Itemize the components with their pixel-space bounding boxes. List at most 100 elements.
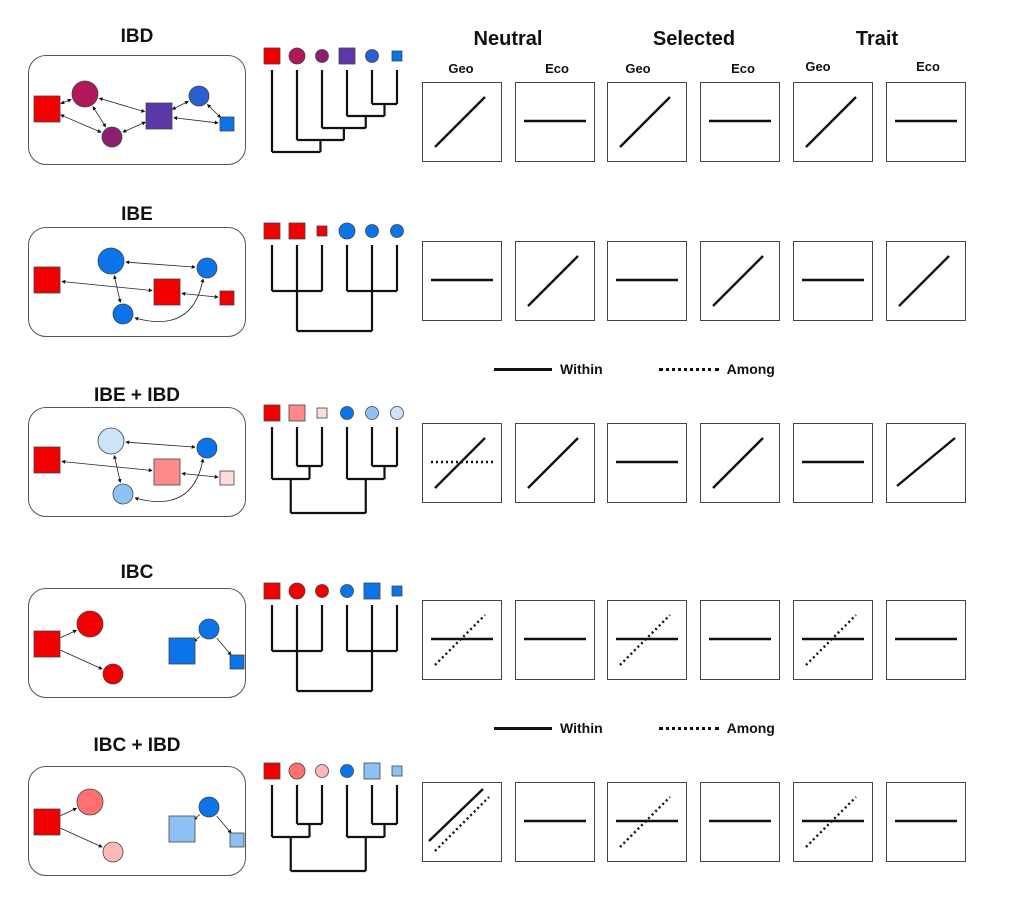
tree-tip-square <box>391 765 403 777</box>
network-node-square <box>219 290 235 306</box>
network-edge <box>60 629 78 639</box>
tree-tip-circle <box>365 49 379 63</box>
network-node-square <box>168 815 196 843</box>
relationship-plot <box>515 782 595 862</box>
tree-tip-square <box>263 404 281 422</box>
network-edge <box>113 274 122 303</box>
network-edge <box>171 101 189 110</box>
legend-within-label: Within <box>560 361 603 377</box>
relationship-plot <box>793 600 873 680</box>
tree-tip-circle <box>288 762 306 780</box>
network-node-circle <box>112 303 134 325</box>
relationship-plot <box>515 241 595 321</box>
network-edge <box>122 121 146 133</box>
network-node-square <box>33 266 61 294</box>
legend-within-label: Within <box>560 720 603 736</box>
tree-tip-square <box>263 47 281 65</box>
column-group-neutral: Neutral <box>473 28 543 50</box>
network-panel <box>28 407 246 517</box>
network-graph <box>33 80 235 148</box>
within-line <box>805 96 857 148</box>
relationship-plot <box>607 423 687 503</box>
within-line <box>619 96 671 148</box>
plot-canvas <box>524 819 586 823</box>
network-edge <box>92 106 106 128</box>
plot-canvas <box>802 278 864 282</box>
network-edge <box>181 291 219 299</box>
network-node-square <box>229 654 245 670</box>
plot-canvas <box>896 437 956 487</box>
phylogenetic-tree <box>263 222 404 333</box>
relationship-plot <box>515 423 595 503</box>
row-title: IBC <box>120 562 154 583</box>
phylogenetic-tree <box>263 582 403 693</box>
subheader-neutral-eco: Eco <box>545 61 569 76</box>
network-edge <box>216 637 232 656</box>
network-edge <box>173 116 219 125</box>
network-edge <box>216 815 232 834</box>
network-node-circle <box>196 257 218 279</box>
network-node-circle <box>101 126 123 148</box>
network-edge <box>134 458 205 502</box>
legend: Within Among <box>494 361 831 377</box>
relationship-plot <box>793 82 873 162</box>
phylogenetic-tree <box>263 47 403 154</box>
relationship-plot <box>607 82 687 162</box>
network-edge <box>61 459 153 473</box>
network-panel <box>28 588 246 698</box>
tree-tip-square <box>363 582 381 600</box>
row-title: IBE <box>121 204 153 225</box>
plot-canvas <box>524 119 586 123</box>
network-edge <box>98 97 146 113</box>
plot-canvas <box>619 96 671 148</box>
network-node-square <box>33 95 61 123</box>
relationship-plot <box>886 423 966 503</box>
plot-canvas <box>616 614 678 666</box>
relationship-plot <box>793 241 873 321</box>
plot-canvas <box>895 819 957 823</box>
tree-tip-square <box>316 225 328 237</box>
legend-within: Within <box>494 720 603 736</box>
relationship-plot <box>700 82 780 162</box>
dotted-line-swatch <box>658 726 719 730</box>
relationship-plot <box>422 82 502 162</box>
network-graph <box>33 788 245 863</box>
relationship-plot <box>700 600 780 680</box>
plot-canvas <box>898 255 950 307</box>
plot-canvas <box>712 255 764 307</box>
network-node-circle <box>102 841 124 863</box>
relationship-plot <box>886 241 966 321</box>
relationship-plot <box>886 82 966 162</box>
within-line <box>712 437 764 489</box>
network-edge <box>181 471 219 479</box>
network-node-square <box>33 630 61 658</box>
network-node-square <box>145 102 173 130</box>
solid-line-swatch <box>494 367 552 371</box>
network-edge <box>60 827 103 848</box>
plot-canvas <box>524 637 586 641</box>
relationship-plot <box>607 782 687 862</box>
network-edge <box>60 114 102 133</box>
plot-canvas <box>895 119 957 123</box>
tree-tip-square <box>263 582 281 600</box>
network-node-square <box>153 278 181 306</box>
tree-tip-circle <box>338 222 356 240</box>
legend-among: Among <box>658 720 775 736</box>
subheader-selected-geo: Geo <box>625 61 651 76</box>
relationship-plot <box>793 782 873 862</box>
within-line <box>898 255 950 307</box>
plot-canvas <box>428 788 490 852</box>
tree-tip-circle <box>390 224 404 238</box>
phylogenetic-tree <box>263 762 403 873</box>
network-node-circle <box>112 483 134 505</box>
relationship-plot <box>700 423 780 503</box>
within-line <box>527 255 579 307</box>
relationship-plot <box>422 423 502 503</box>
legend-within: Within <box>494 361 603 377</box>
network-panel <box>28 766 246 876</box>
tree-tip-square <box>288 404 306 422</box>
tree-tip-square <box>391 585 403 597</box>
plot-canvas <box>431 278 493 282</box>
column-group-selected: Selected <box>652 28 736 50</box>
phylogenetic-tree <box>263 404 404 515</box>
